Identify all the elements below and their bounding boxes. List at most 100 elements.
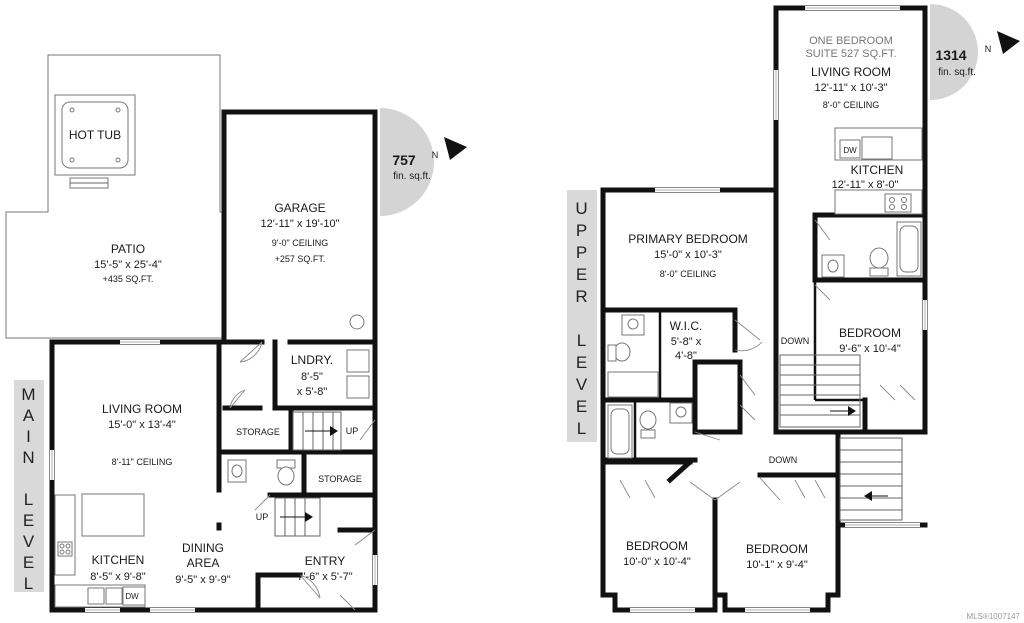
suite-living-ceiling: 8'-0" CEILING	[823, 100, 879, 110]
main-level-banner	[14, 380, 44, 592]
patio-name: PATIO	[111, 242, 145, 256]
primary-bedroom-ceiling: 8'-0" CEILING	[660, 269, 716, 279]
main-level-letter: E	[23, 553, 35, 572]
suite-label-2: SUITE 527 SQ.FT.	[805, 48, 896, 60]
dining-name: DINING	[182, 541, 224, 555]
suite-bedroom-dims: 9'-6" x 10'-4"	[839, 343, 901, 355]
dishwasher-label: DW	[125, 592, 139, 601]
upper-level-letter: E	[576, 397, 588, 416]
upper-bath-fixtures	[607, 314, 693, 459]
upper-level-doors	[619, 219, 916, 501]
laundry-name: LNDRY.	[291, 353, 333, 367]
washer	[346, 349, 370, 373]
dryer	[346, 375, 370, 399]
main-level-letter: L	[24, 574, 34, 593]
main-level-letter: V	[23, 532, 35, 551]
upper-level-north-label: N	[985, 44, 992, 54]
living-room-dims: 15'-0" x 13'-4"	[108, 419, 176, 431]
suite-stairs	[779, 354, 861, 428]
north-arrow-icon	[444, 137, 467, 160]
upper-level-letter: V	[576, 375, 588, 394]
main-level-area-unit: fin. sq.ft.	[393, 171, 431, 182]
suite-label-1: ONE BEDROOM	[809, 35, 893, 47]
wic-dims-1: 5'-8" x	[671, 336, 702, 348]
garage-name: GARAGE	[274, 201, 325, 215]
suite-kitchen-name: KITCHEN	[851, 163, 904, 177]
patio-extra: +435 SQ.FT.	[103, 274, 154, 284]
suite-kitchen-fixtures	[834, 127, 923, 215]
mls-watermark: MLS®1007147	[967, 612, 1021, 621]
main-level-letter: E	[23, 511, 35, 530]
storage-label-1: STORAGE	[236, 427, 280, 437]
bedroom-3-dims: 10'-1" x 9'-4"	[746, 559, 808, 571]
stairs-up-label-2: UP	[256, 512, 269, 522]
main-stairs-2	[274, 497, 321, 537]
hot-tub-label: HOT TUB	[69, 128, 121, 142]
garage-extra: +257 SQ.FT.	[275, 254, 326, 264]
living-room-name: LIVING ROOM	[102, 402, 182, 416]
main-level-walls	[49, 109, 378, 613]
main-level-doors	[229, 341, 376, 611]
dining-dims: 9'-5" x 9'-9"	[175, 574, 231, 586]
main-level-letter: N	[22, 448, 35, 467]
main-stairs-down-label: DOWN	[769, 455, 798, 465]
main-level-area-value: 757	[392, 152, 416, 168]
bedroom-3-name: BEDROOM	[746, 542, 808, 556]
primary-bedroom-dims: 15'-0" x 10'-3"	[654, 249, 722, 261]
main-level-windows	[50, 340, 377, 612]
suite-living-dims: 12'-11" x 10'-3"	[815, 82, 888, 94]
main-level-letter: L	[24, 490, 34, 509]
primary-bedroom-name: PRIMARY BEDROOM	[628, 232, 748, 246]
hot-tub	[54, 94, 136, 189]
living-room-ceiling: 8'-11" CEILING	[112, 457, 173, 467]
main-level-label: M A I N L E V E L	[21, 385, 36, 593]
main-level-letter: I	[26, 427, 32, 446]
suite-bedroom-name: BEDROOM	[839, 326, 901, 340]
entry-dims: 7'-6" x 5'-7"	[297, 571, 353, 583]
main-level-north-label: N	[432, 150, 439, 160]
upper-level-letter: L	[577, 419, 587, 438]
upper-level-area-badge: 1314 fin. sq.ft. N	[930, 4, 1020, 100]
upper-level-area-unit: fin. sq.ft.	[938, 67, 976, 78]
storage-label-2: STORAGE	[318, 474, 362, 484]
north-arrow-icon	[997, 31, 1020, 54]
laundry-dims-2: x 5'-8"	[297, 386, 328, 398]
suite-bath-fixtures	[821, 221, 922, 278]
suite-living-name: LIVING ROOM	[811, 65, 891, 79]
upper-level-area-value: 1314	[935, 47, 966, 63]
wic-name: W.I.C.	[670, 319, 703, 333]
upper-level-banner	[567, 190, 597, 442]
garage-dims: 12'-11" x 19'-10"	[260, 218, 339, 230]
main-level-letter: A	[23, 406, 35, 425]
upper-level-letter: R	[575, 287, 588, 306]
stairs-up-label-1: UP	[346, 426, 359, 436]
upper-level: U P P E R L E V E L	[567, 4, 1020, 613]
kitchen-name: KITCHEN	[92, 553, 145, 567]
patio-dims: 15'-5" x 25'-4"	[94, 259, 162, 271]
main-level: M A I N L E V E L	[5, 54, 467, 613]
garage-water-heater	[349, 314, 365, 330]
main-stairs-1	[292, 411, 342, 451]
suite-stairs-down-label: DOWN	[781, 336, 810, 346]
upper-level-windows	[630, 6, 927, 612]
suite-dishwasher-label: DW	[843, 146, 857, 155]
kitchen-dims: 8'-5" x 9'-8"	[90, 571, 146, 583]
main-level-letter: M	[21, 385, 36, 404]
bedroom-2-dims: 10'-0" x 10'-4"	[623, 556, 691, 568]
upper-main-stairs	[839, 437, 903, 521]
upper-level-letter: L	[577, 331, 587, 350]
upper-level-letter: P	[576, 243, 588, 262]
suite-kitchen-dims: 12'-11" x 8'-0"	[832, 179, 899, 191]
main-kitchen-fixtures	[54, 493, 146, 608]
upper-level-letter: E	[576, 265, 588, 284]
upper-level-letter: E	[576, 353, 588, 372]
wic-dims-2: 4'-8"	[675, 350, 697, 362]
main-level-area-badge: 757 fin. sq.ft. N	[380, 108, 467, 216]
upper-level-label: U P P E R L E V E L	[575, 199, 588, 438]
garage-ceiling: 9'-0" CEILING	[272, 238, 328, 248]
laundry-dims-1: 8'-5"	[301, 371, 323, 383]
upper-level-letter: P	[576, 221, 588, 240]
upper-level-letter: U	[575, 199, 588, 218]
dining-name-2: AREA	[187, 556, 220, 570]
